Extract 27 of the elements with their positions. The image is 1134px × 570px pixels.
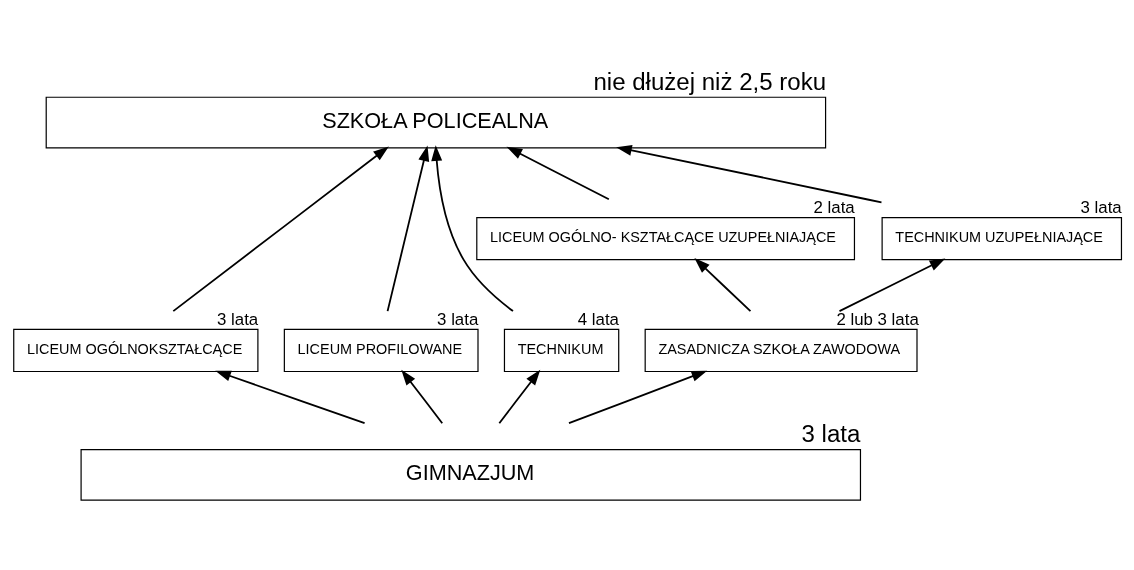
node-label: 3 lata — [1080, 197, 1122, 217]
node-label: nie dłużej niż 2,5 roku — [593, 67, 827, 95]
node-label: 3 lata — [801, 419, 861, 447]
arrow — [498, 369, 541, 424]
arrow — [215, 370, 366, 424]
arrow — [431, 144, 514, 312]
arrow — [401, 369, 444, 424]
node-box: SZKOŁA POLICEALNA — [45, 96, 827, 148]
arrow — [172, 145, 389, 312]
arrow — [386, 144, 430, 312]
arrow — [694, 257, 752, 312]
node-label: 3 lata — [437, 309, 479, 329]
arrow — [616, 144, 883, 203]
node-box: LICEUM OGÓLNO- KSZTAŁCĄCE UZUPEŁNIAJĄCE — [476, 216, 856, 260]
node-label: 2 lata — [813, 197, 855, 217]
node-box: LICEUM PROFILOWANE — [283, 328, 479, 372]
node-box: TECHNIKUM UZUPEŁNIAJĄCE — [881, 216, 1123, 260]
arrow — [506, 146, 610, 200]
node-label: 3 lata — [217, 309, 259, 329]
node-box: LICEUM OGÓLNOKSZTAŁCĄCE — [13, 328, 259, 372]
node-label: 2 lub 3 lata — [836, 309, 919, 329]
node-box: GIMNAZJUM — [80, 448, 862, 501]
node-box: TECHNIKUM — [503, 328, 620, 372]
arrow — [568, 370, 708, 424]
arrow — [838, 258, 946, 312]
node-box: ZASADNICZA SZKOŁA ZAWODOWA — [644, 328, 918, 372]
node-label: 4 lata — [577, 309, 619, 329]
